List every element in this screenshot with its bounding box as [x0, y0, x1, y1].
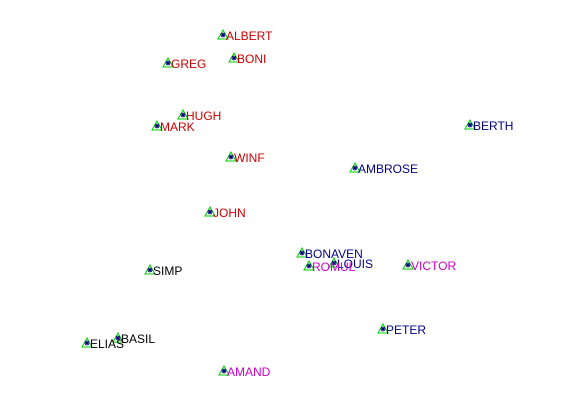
point-label-greg: GREG [171, 57, 206, 71]
point-star-simp [147, 267, 153, 273]
point-star-boni [231, 55, 237, 61]
point-label-john: JOHN [213, 206, 246, 220]
point-label-bonaven: BONAVEN [305, 247, 363, 261]
point-label-peter: PETER [386, 323, 426, 337]
point-label-louis: LOUIS [337, 257, 373, 271]
point-label-elias: ELIAS [90, 337, 124, 351]
point-star-bonaven [299, 250, 305, 256]
point-star-romul [306, 263, 312, 269]
point-label-winf: WINF [234, 151, 265, 165]
point-star-berth [467, 122, 473, 128]
point-label-basil: BASIL [121, 332, 155, 346]
point-label-simp: SIMP [153, 264, 182, 278]
point-star-ambrose [352, 165, 358, 171]
point-label-albert: ALBERT [226, 29, 273, 43]
point-label-berth: BERTH [473, 119, 513, 133]
point-star-mark [154, 123, 160, 129]
point-label-romul: ROMUL [312, 260, 356, 274]
point-star-winf [228, 154, 234, 160]
point-star-peter [380, 326, 386, 332]
point-label-amand: AMAND [227, 365, 271, 379]
point-star-basil [115, 335, 121, 341]
point-label-ambrose: AMBROSE [358, 162, 418, 176]
point-marks [81, 28, 476, 376]
point-star-albert [220, 32, 226, 38]
point-label-victor: VICTOR [411, 259, 456, 273]
point-label-boni: BONI [237, 52, 266, 66]
point-star-louis [331, 260, 337, 266]
point-star-john [207, 209, 213, 215]
point-star-amand [221, 368, 227, 374]
point-star-elias [84, 340, 90, 346]
point-star-hugh [180, 112, 186, 118]
point-label-mark: MARK [160, 120, 195, 134]
point-label-hugh: HUGH [186, 109, 221, 123]
point-star-victor [405, 262, 411, 268]
point-star-greg [165, 60, 171, 66]
